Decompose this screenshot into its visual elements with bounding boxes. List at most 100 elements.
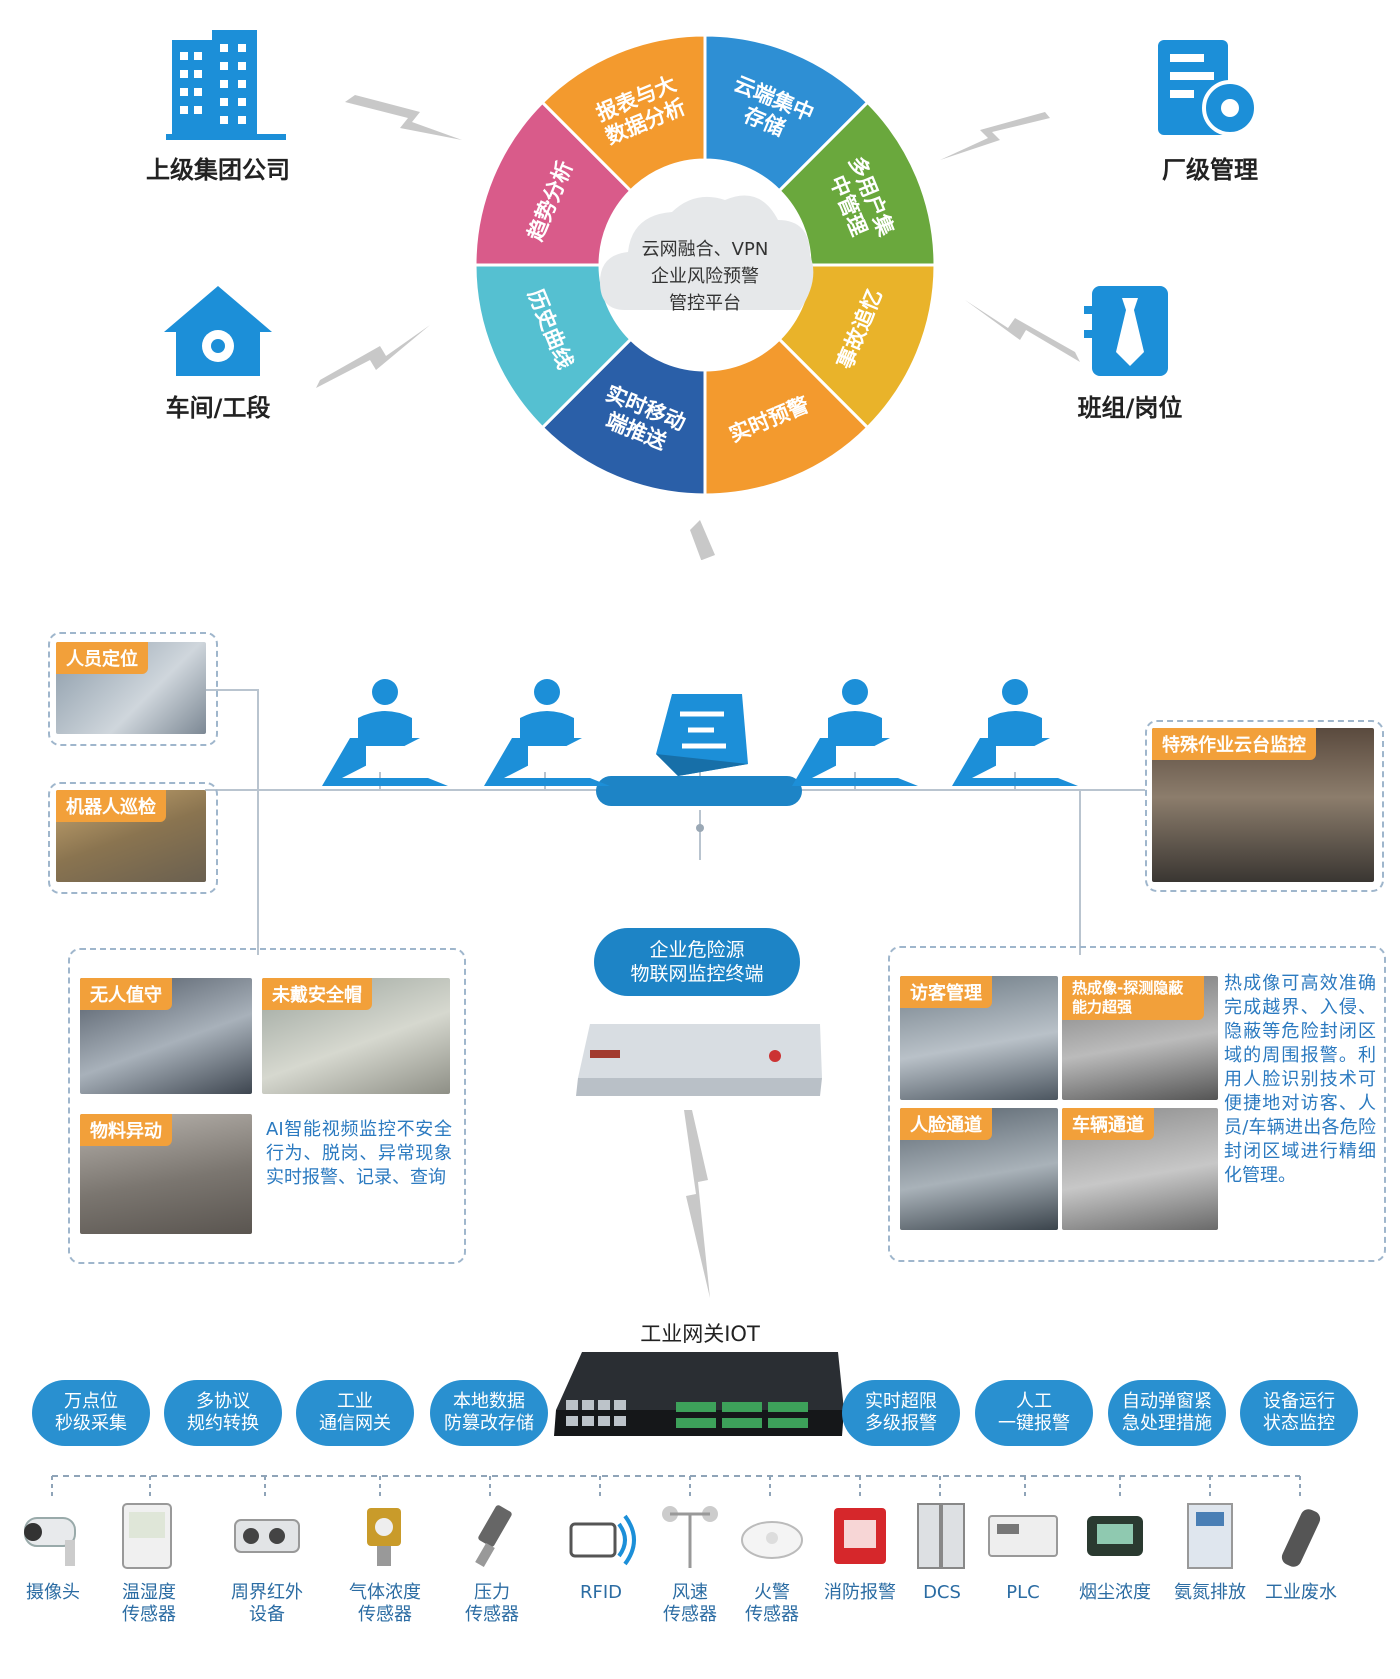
device-ammonia-analyzer: 氨氮排放 [1165, 1500, 1255, 1604]
device-rfid: RFID [556, 1500, 646, 1604]
gimbal-monitor-photo[interactable]: 特殊作业云台监控 [1152, 728, 1374, 882]
camera-icon [24, 1517, 76, 1566]
lightning-connectors-top [316, 95, 1080, 560]
device-dust-meter: 烟尘浓度 [1070, 1500, 1160, 1604]
device-label: 温湿度 传感器 [122, 1582, 176, 1625]
team-post-label: 班组/岗位 [1077, 394, 1183, 422]
thermal-photo[interactable]: 热成像-探测隐蔽能力超强 [1062, 976, 1218, 1100]
robot-tag: 机器人巡检 [56, 790, 166, 822]
pressure-sensor-icon [475, 1505, 512, 1568]
positioning-tag: 人员定位 [56, 642, 148, 674]
group-company-label: 上级集团公司 [146, 156, 290, 184]
rfid-icon [569, 1514, 636, 1566]
center-line-3: 管控平台 [669, 293, 741, 314]
lightning-connector-bottom [684, 1110, 710, 1298]
device-wastewater-probe: 工业废水 [1256, 1500, 1346, 1604]
access-control-description: 热成像可高效准确完成越界、入侵、隐蔽等危险封闭区域的周围报警。利用人脸识别技术可… [1224, 973, 1376, 1186]
operator-icon [792, 679, 918, 786]
unmanned-photo[interactable]: 无人值守 [80, 978, 252, 1094]
material-tag: 物料异动 [80, 1114, 172, 1146]
lightning-icon [684, 1110, 710, 1298]
factory-management-block: 厂级管理 [1100, 30, 1320, 184]
access-control-box [888, 946, 1386, 1262]
left-feature-1: 多协议 规约转换 [164, 1380, 282, 1446]
device-anemometer: 风速 传感器 [645, 1500, 735, 1626]
device-fire-alarm: 消防报警 [815, 1500, 905, 1604]
tie-id-icon [1084, 286, 1168, 376]
positioning-photo[interactable]: 人员定位 [56, 642, 206, 734]
device-label: 压力 传感器 [465, 1582, 519, 1625]
device-label: 风速 传感器 [663, 1582, 717, 1625]
device-label: 周界红外 设备 [231, 1582, 303, 1625]
ai-video-description: AI智能视频监控不安全行为、脱岗、异常现象实时报警、记录、查询 [266, 1119, 452, 1188]
device-label: 气体浓度 传感器 [349, 1582, 421, 1625]
face-channel-tag: 人脸通道 [900, 1108, 992, 1140]
positioning-photo-frame [48, 632, 218, 746]
lightning-icon [345, 95, 462, 140]
device-label: 摄像头 [26, 1582, 80, 1603]
dust-meter-icon [1087, 1516, 1143, 1556]
anemometer-icon [662, 1506, 718, 1568]
gimbal-photo-frame [1145, 720, 1384, 892]
management-gear-icon [1158, 40, 1258, 136]
device-pressure-sensor: 压力 传感器 [447, 1500, 537, 1626]
visitor-tag: 访客管理 [900, 976, 992, 1008]
vehicle-channel-tag: 车辆通道 [1062, 1108, 1154, 1140]
material-photo[interactable]: 物料异动 [80, 1114, 252, 1234]
lightning-icon [940, 112, 1050, 160]
thermal-tag: 热成像-探测隐蔽能力超强 [1062, 976, 1204, 1020]
ammonia-analyzer-icon [1187, 1503, 1233, 1569]
gimbal-tag: 特殊作业云台监控 [1152, 728, 1316, 760]
device-plc: PLC [978, 1500, 1068, 1604]
device-label: 氨氮排放 [1174, 1582, 1246, 1603]
right-feature-3: 设备运行 状态监控 [1240, 1380, 1358, 1446]
thermometer-icon [122, 1503, 172, 1569]
smoke-detector-icon [741, 1521, 803, 1559]
device-label: DCS [923, 1582, 961, 1603]
building-icon [166, 30, 286, 140]
vehicle-channel-photo[interactable]: 车辆通道 [1062, 1108, 1218, 1230]
device-smoke-detector: 火警 传感器 [727, 1500, 817, 1626]
no-helmet-photo[interactable]: 未戴安全帽 [262, 978, 450, 1094]
device-label: 工业废水 [1265, 1582, 1337, 1603]
visitor-photo[interactable]: 访客管理 [900, 976, 1058, 1100]
right-feature-0: 实时超限 多级报警 [842, 1380, 960, 1446]
right-feature-1: 人工 一键报警 [975, 1380, 1093, 1446]
operator-stations [310, 678, 1100, 788]
center-line-2: 企业风险预警 [651, 266, 759, 287]
face-channel-photo[interactable]: 人脸通道 [900, 1108, 1058, 1230]
device-bus-lines [51, 1475, 1301, 1500]
device-gas-sensor: 气体浓度 传感器 [340, 1500, 430, 1626]
fire-alarm-icon [834, 1508, 886, 1564]
infrared-icon [234, 1519, 300, 1553]
center-line-1: 云网融合、VPN [642, 239, 769, 260]
lightning-icon [965, 300, 1080, 362]
left-feature-0: 万点位 秒级采集 [32, 1380, 150, 1446]
device-label: RFID [579, 1582, 623, 1603]
operator-icon [484, 679, 610, 786]
left-feature-3: 本地数据 防篡改存储 [430, 1380, 548, 1446]
terminal-device-icon [576, 1024, 822, 1096]
plc-icon [988, 1515, 1058, 1557]
group-company-block: 上级集团公司 [108, 30, 328, 184]
workshop-label: 车间/工段 [165, 394, 271, 422]
gateway-title: 工业网关IOT [640, 1322, 760, 1346]
cloud-icon [600, 195, 814, 310]
device-dcs-cabinet: DCS [897, 1500, 987, 1604]
gas-sensor-icon [367, 1508, 401, 1566]
robot-photo[interactable]: 机器人巡检 [56, 790, 206, 882]
iot-gateway-device-icon [554, 1352, 844, 1436]
factory-management-label: 厂级管理 [1162, 156, 1258, 184]
operator-icon [952, 679, 1078, 786]
right-feature-2: 自动弹窗紧 急处理措施 [1108, 1380, 1226, 1446]
unmanned-tag: 无人值守 [80, 978, 172, 1010]
left-feature-2: 工业 通信网关 [296, 1380, 414, 1446]
device-label: 火警 传感器 [745, 1582, 799, 1625]
home-gear-icon [164, 286, 272, 376]
lightning-icon [316, 325, 430, 388]
network-switch-icon [656, 694, 748, 776]
terminal-label: 企业危险源 物联网监控终端 [594, 928, 800, 996]
lightning-icon [690, 520, 715, 560]
device-label: 烟尘浓度 [1079, 1582, 1151, 1603]
device-label: 消防报警 [824, 1582, 896, 1603]
